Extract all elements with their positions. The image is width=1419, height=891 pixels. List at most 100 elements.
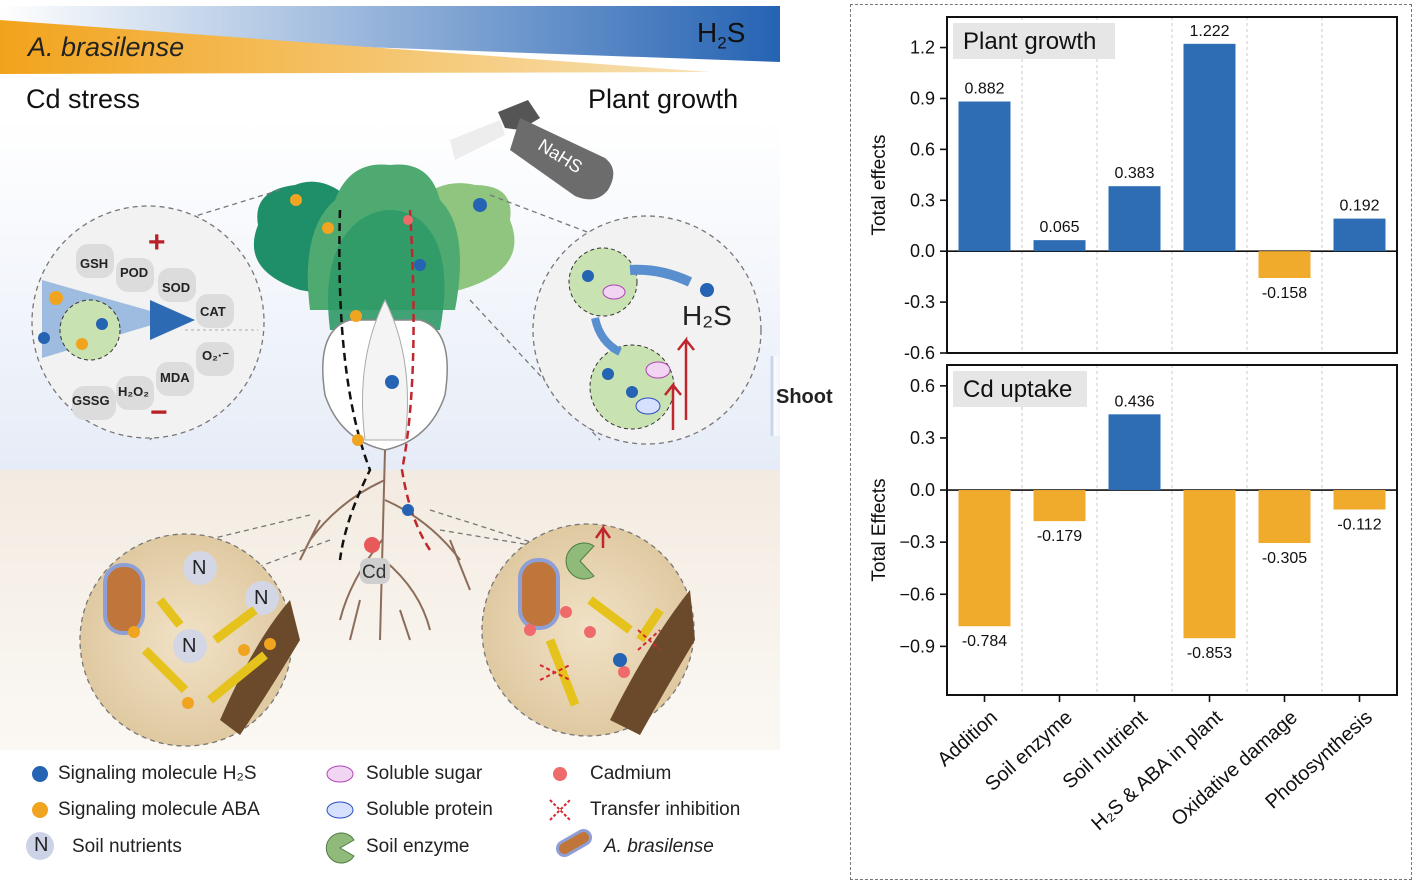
chart1-bar-4 [1258,251,1311,278]
h2s-gradient-wedge [0,6,780,62]
legend-cadmium: Cadmium [590,763,672,784]
pod-label: POD [120,265,149,280]
chart1-value-label-2: 0.383 [1114,165,1154,182]
chart1-value-label-5: 0.192 [1339,198,1379,215]
chart2-bar-5 [1333,490,1386,510]
a-brasilense-label: A. brasilense [28,32,185,62]
chart1-title: Plant growth [963,28,1096,55]
soil-nutrient-circle [79,533,300,747]
chart1-y-tick-label-0: -0.6 [904,343,935,363]
chart1-value-label-0: 0.882 [964,81,1004,98]
h2o2-label: H₂O₂ [118,384,150,399]
chart2-y-tick-label-0: −0.9 [899,636,935,656]
soil-enzyme-circle [481,523,695,737]
blue-dot-icon [32,766,48,782]
cd-root-label: Cd [362,562,387,583]
chart2-title: Cd uptake [963,376,1072,403]
chart2-value-label-3: -0.853 [1187,645,1232,662]
chart1-y-tick-label-1: -0.3 [904,292,935,312]
chart2-bar-3 [1183,490,1236,639]
h2s-circle [532,215,762,445]
soil-nutrient-icon [26,832,54,860]
chart2-bar-0 [958,490,1011,627]
chart2-value-label-4: -0.305 [1262,550,1307,567]
chart2-value-label-2: 0.436 [1114,393,1154,410]
chart1-value-label-1: 0.065 [1039,219,1079,236]
soil-enzyme-icon [325,832,355,864]
orange-dot-icon [32,802,48,818]
chart1-y-tick-label-5: 0.9 [910,88,935,108]
n-label-3: N [182,635,197,657]
x-tick-label-4: Oxidative damage [1167,706,1302,830]
plant-growth-label: Plant growth [588,84,739,114]
sod-label: SOD [162,280,191,295]
chart1-y-tick-label-3: 0.3 [910,190,935,210]
illustration-panel: A. brasilense H2S Cd stress Plant growth… [0,6,858,864]
legend-aba: Signaling molecule ABA [58,799,260,820]
plus-sign: + [148,226,166,259]
superoxide-label: O₂·⁻ [202,348,230,363]
spray-bottle-icon [450,100,614,200]
x-tick-label-3: H₂S & ABA in plant [1087,706,1227,835]
legend-soluble-sugar: Soluble sugar [366,763,483,784]
chart2-bar-1 [1033,490,1086,522]
minus-sign: − [150,396,168,429]
chart2-y-axis-label: Total Effects [869,478,890,581]
chart2-bar-2 [1108,414,1161,491]
chart2-title-box [953,371,1087,407]
antioxidant-circle [31,205,265,439]
legend-soil-enzyme: Soil enzyme [366,836,470,857]
chart1-frame [946,16,1398,354]
gssg-label: GSSG [72,393,110,408]
chart2-y-tick-label-2: −0.3 [899,532,935,552]
h2s-header-label: H2S [697,17,746,53]
x-tick-label-0: Addition [933,706,1001,771]
chart1-value-label-4: -0.158 [1262,285,1307,302]
chart2-value-label-0: -0.784 [962,633,1007,650]
n-label-1: N [192,557,207,579]
transfer-inhibition-icon [549,799,571,821]
chart1-title-box [953,23,1115,59]
chart1-y-tick-label-2: 0.0 [910,241,935,261]
illustration-svg [0,6,858,864]
legend-brasilense: A. brasilense [604,836,714,857]
n-label-2: N [254,587,269,609]
legend-soil-nutrients: Soil nutrients [72,836,182,857]
charts-svg: 0.8820.0650.3831.222-0.1580.192-0.6-0.30… [869,16,1398,835]
chart1-y-tick-label-6: 1.2 [910,38,935,58]
chart1-bar-1 [1033,240,1086,252]
soluble-sugar-icon [326,765,354,783]
brasilense-gradient-wedge [0,20,710,74]
chart2-y-tick-label-3: 0.0 [910,480,935,500]
chart2-bar-4 [1258,490,1311,544]
chart1-value-label-3: 1.222 [1189,23,1229,40]
mda-label: MDA [160,370,190,385]
chart1-y-tick-label-4: 0.6 [910,139,935,159]
shoot-label: Shoot [776,386,833,408]
legend-transfer-inhibition: Transfer inhibition [590,799,741,820]
chart2-value-label-1: -0.179 [1037,528,1082,545]
legend-soluble-protein: Soluble protein [366,799,493,820]
gsh-label: GSH [80,256,109,271]
chart2-frame [946,364,1398,696]
plant-roots [299,449,471,641]
chart2-value-label-5: -0.112 [1337,517,1381,534]
chart1-bar-2 [1108,186,1161,252]
soluble-protein-icon [326,801,354,819]
legend-h2s: Signaling molecule H₂S [58,763,257,784]
cadmium-dot-icon [553,767,567,781]
n-legend-label: N [34,834,49,856]
bacterium-icon [555,829,593,857]
chart1-bar-5 [1333,218,1386,252]
h2s-circle-label: H₂S [682,300,732,331]
chart2-y-tick-label-4: 0.3 [910,428,935,448]
cd-stress-label: Cd stress [26,84,141,114]
chart1-bar-3 [1183,43,1236,252]
chart2-y-tick-label-1: −0.6 [899,584,935,604]
plant-leaves [253,164,515,451]
chart1-y-axis-label: Total effects [869,134,890,235]
chart1-bar-0 [958,101,1011,252]
chart2-y-tick-label-5: 0.6 [910,376,935,396]
cat-label: CAT [200,304,226,319]
